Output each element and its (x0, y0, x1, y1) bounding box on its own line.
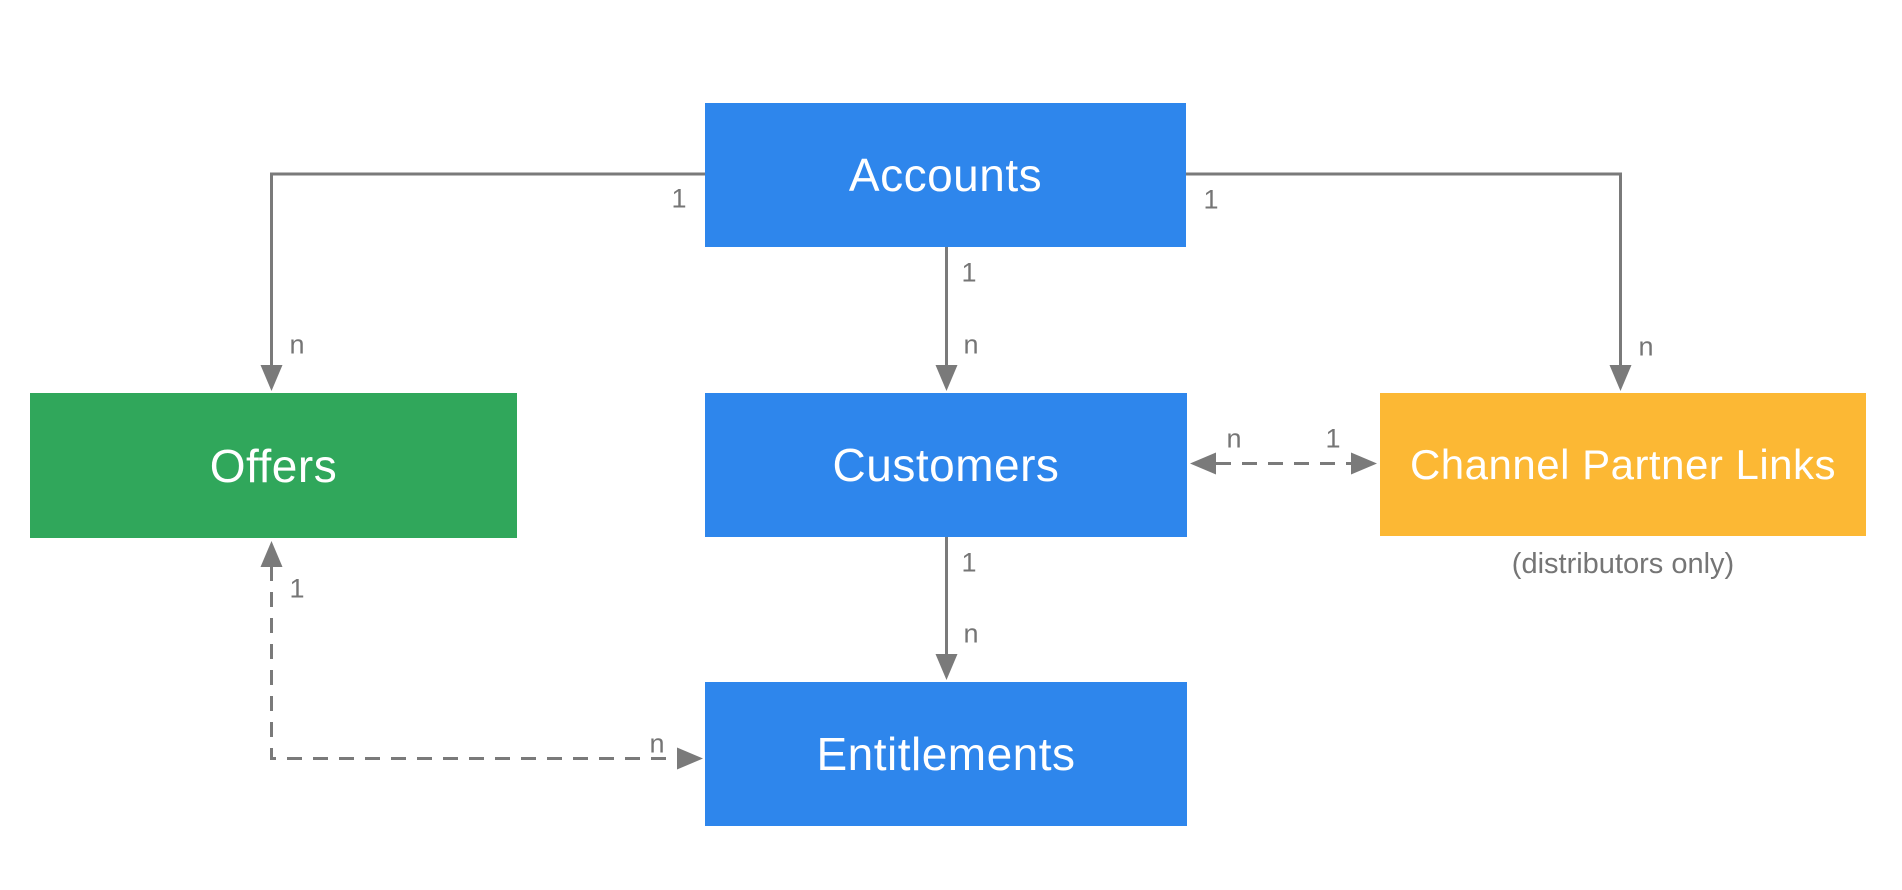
channel-partner-links-caption: (distributors only) (1511, 548, 1735, 580)
node-entitlements-label: Entitlements (816, 728, 1076, 780)
arrowhead-into-offers-bottom (260, 541, 283, 567)
cardinality-accounts-customers-target: n (963, 329, 979, 360)
arrowhead-into-entitlements-left (677, 747, 703, 770)
node-offers: Offers (30, 393, 517, 538)
node-channel-partner-links: Channel Partner Links (1380, 393, 1866, 536)
node-customers: Customers (705, 393, 1187, 537)
cardinality-accounts-channel-partner-links-target: n (1638, 331, 1654, 362)
node-accounts: Accounts (705, 103, 1186, 247)
cardinality-customers-channel-partner-links-customers-side: n (1226, 423, 1242, 454)
cardinality-accounts-customers-source: 1 (961, 257, 977, 288)
connector-accounts-to-channel-partner-links (1186, 172, 1622, 368)
cardinality-customers-entitlements-source: 1 (961, 547, 977, 578)
connector-accounts-to-offers (270, 172, 705, 368)
arrowhead-into-channel-partner-links-left (1351, 452, 1377, 475)
node-channel-partner-links-label: Channel Partner Links (1409, 440, 1837, 488)
arrowhead-into-offers-top (260, 365, 283, 391)
node-offers-label: Offers (209, 439, 338, 492)
arrowhead-into-entitlements-top (935, 654, 958, 680)
cardinality-accounts-offers-target: n (289, 329, 305, 360)
cardinality-customers-channel-partner-links-cpl-side: 1 (1325, 423, 1341, 454)
cardinality-customers-entitlements-target: n (963, 618, 979, 649)
node-accounts-label: Accounts (848, 149, 1043, 201)
cardinality-accounts-channel-partner-links-source: 1 (1203, 184, 1219, 215)
arrowhead-into-customers-top (935, 365, 958, 391)
arrowhead-into-customers-right (1190, 452, 1216, 475)
node-entitlements: Entitlements (705, 682, 1187, 826)
cardinality-offers-entitlements-offers-side: 1 (289, 573, 305, 604)
arrowhead-into-channel-partner-links-top (1609, 365, 1632, 391)
cardinality-offers-entitlements-entitlements-side: n (649, 728, 665, 759)
connector-offers-entitlements-dashed (270, 566, 677, 760)
cardinality-accounts-offers-source: 1 (671, 183, 687, 214)
node-customers-label: Customers (832, 439, 1060, 491)
